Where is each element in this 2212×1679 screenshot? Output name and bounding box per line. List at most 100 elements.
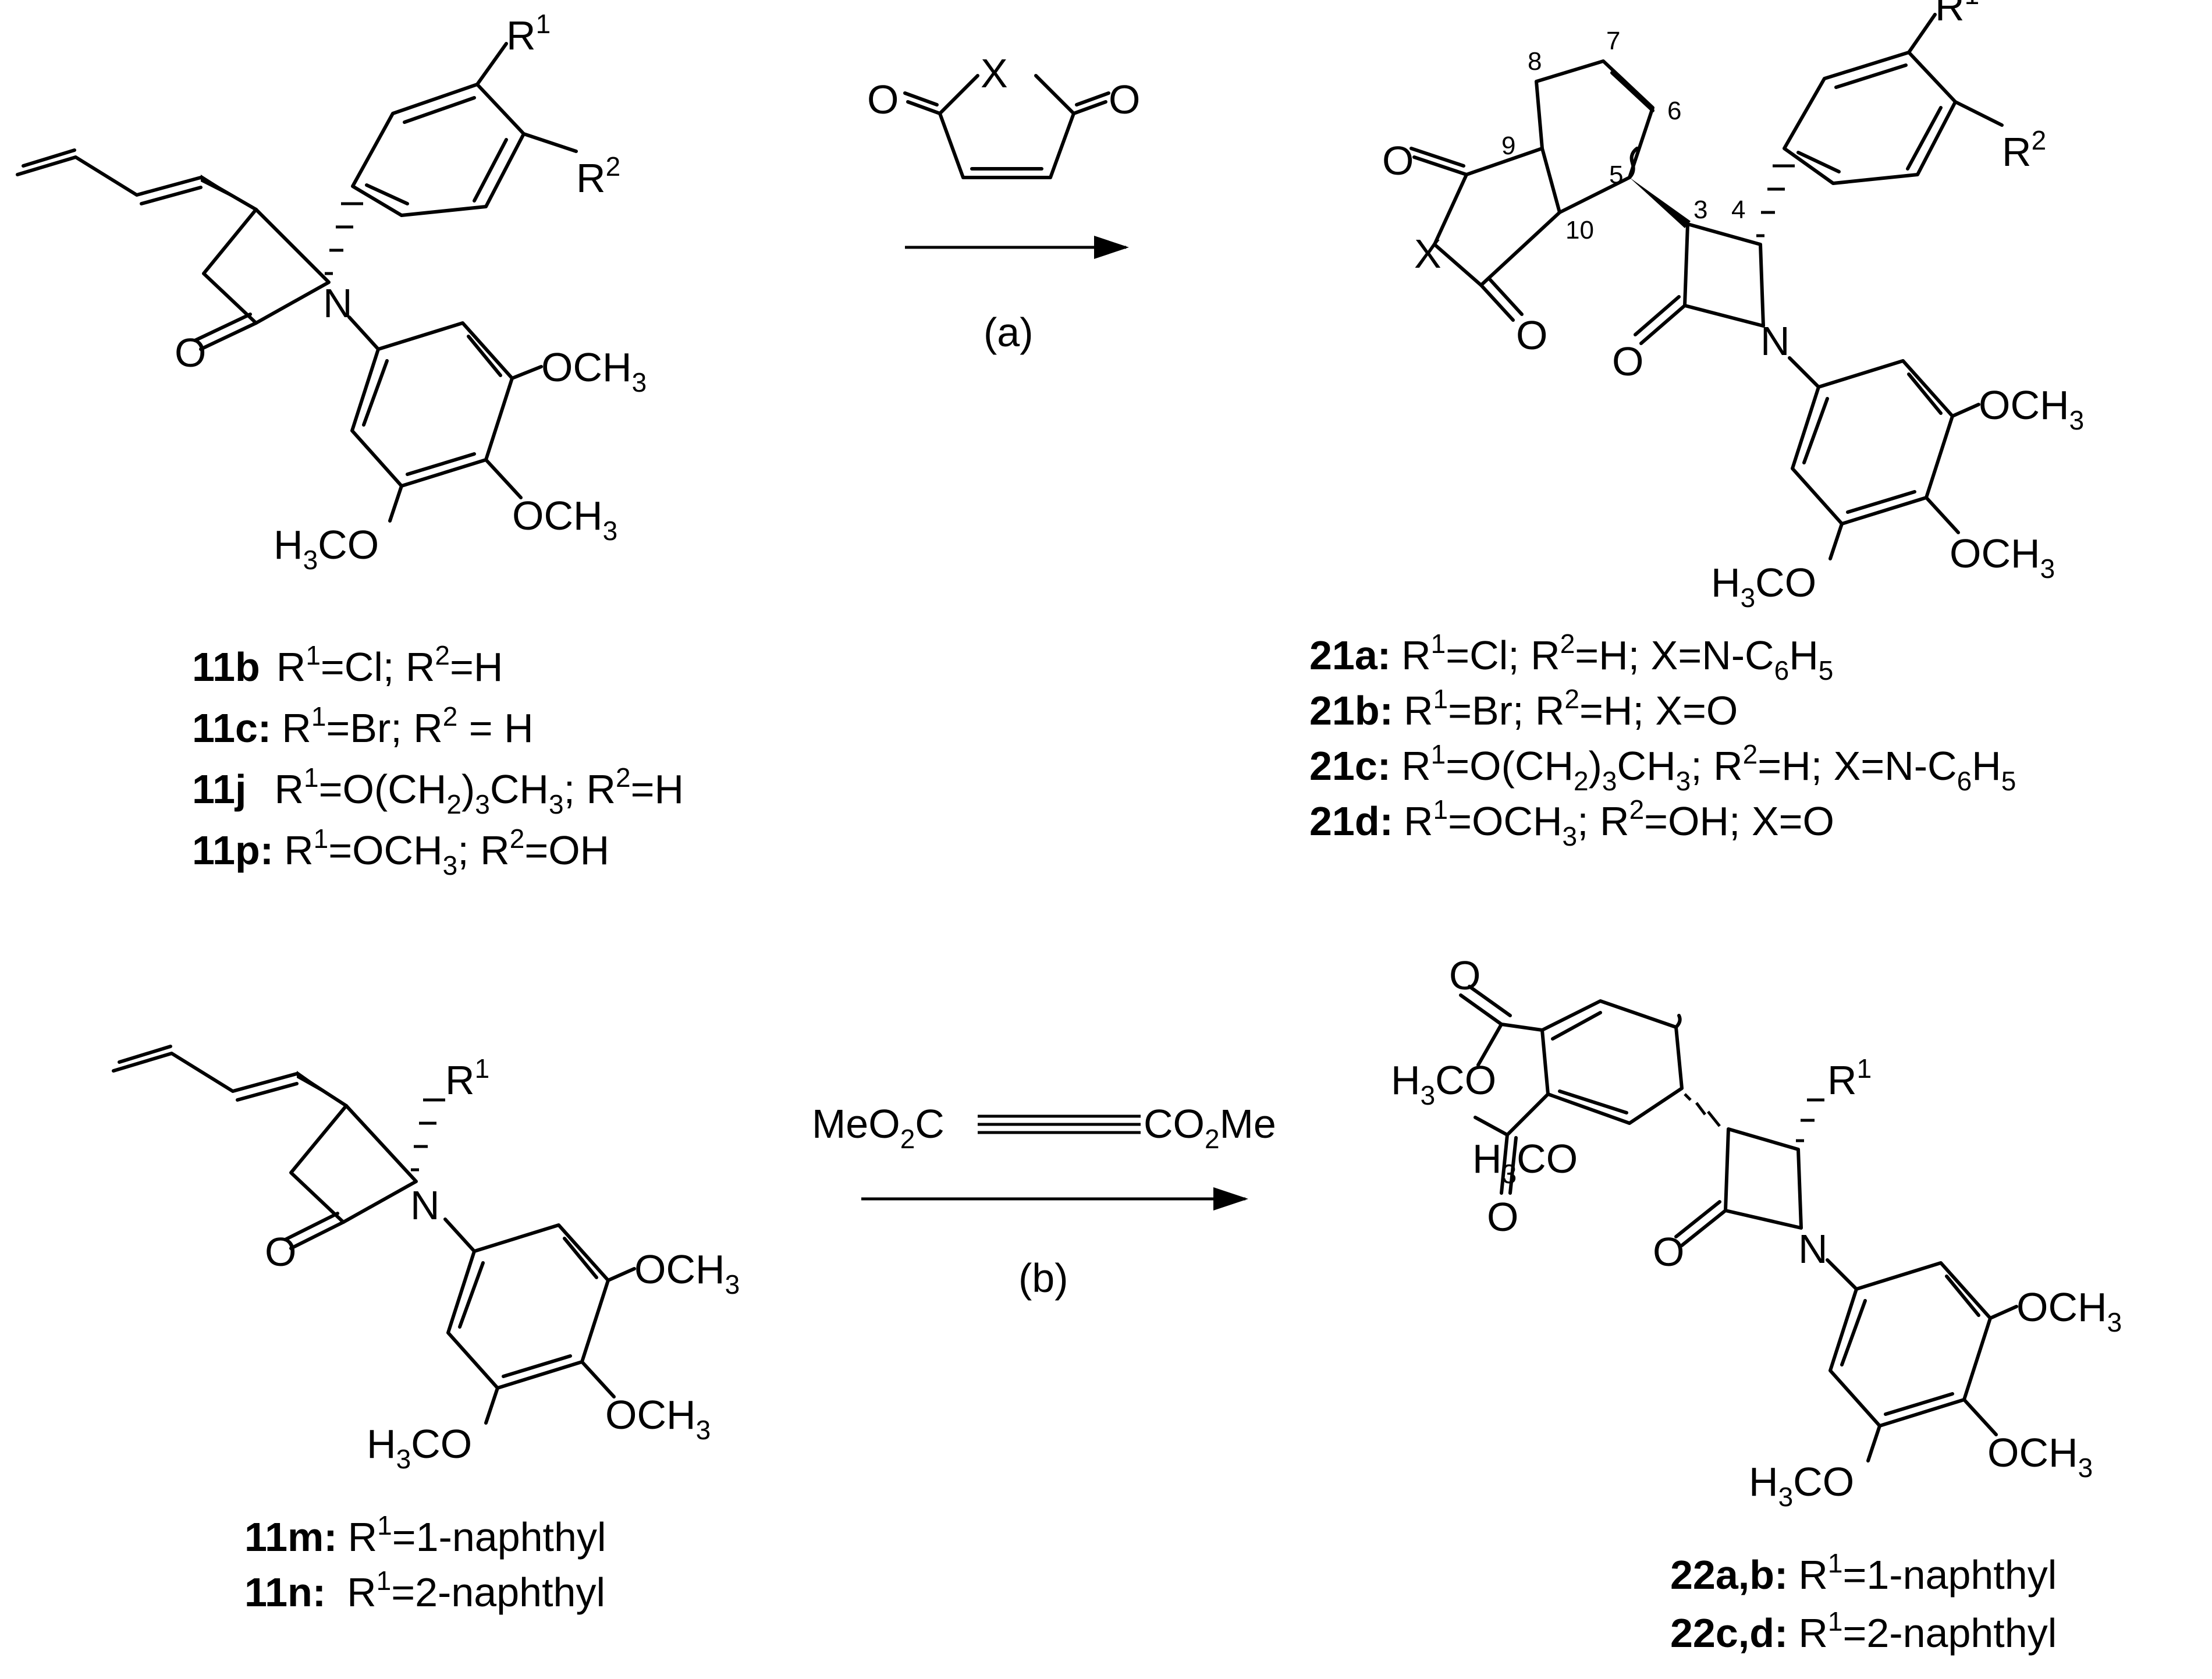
aryl-double-upper-1 [403, 96, 476, 124]
ome-bond-2 [484, 458, 523, 499]
wavy-bond [1674, 1014, 1682, 1029]
ome-4: OCH3 [1950, 531, 2055, 584]
n-aryl-bond [1788, 356, 1820, 389]
reagent-o-right: O [1109, 77, 1140, 122]
compound-11p: 11p:R1=OCH3; R2=OH [192, 823, 609, 881]
compound-11m: 11m:R1=1-naphthyl [244, 1510, 606, 1560]
ome-4: OCH3 [605, 1392, 711, 1445]
r1-label: R1 [445, 1053, 489, 1103]
compound-list-11-naphthyl: 11m:R1=1-naphthyl 11n:R1=2-naphthyl [244, 1510, 606, 1615]
cyclohexadiene-ring [1540, 999, 1684, 1125]
lactam-ring [1683, 222, 1765, 328]
stereo-wedge [201, 175, 256, 210]
locant-3: 3 [1693, 196, 1707, 224]
ome-4: OCH3 [512, 493, 617, 546]
cyclohexene-double [1610, 71, 1654, 112]
stereo-hash-r1 [1796, 1098, 1824, 1142]
imide-o-top: O [1382, 138, 1414, 183]
reagent-co-1 [906, 100, 942, 115]
locant-4: 4 [1731, 196, 1745, 224]
locant-8: 8 [1528, 47, 1542, 76]
r2-label: R2 [2002, 125, 2046, 175]
ome-5: H3CO [1749, 1459, 1854, 1512]
structure-21: O X O O N 8 7 6 5 9 10 3 4 R1 R2 OCH3 OC… [1382, 0, 2084, 613]
diene-double-1 [22, 148, 76, 168]
ester-2-ome: H3CO [1472, 1136, 1578, 1189]
ome-bond-1 [606, 1267, 636, 1282]
lactam-o: O [1612, 339, 1643, 384]
lactam-co [1639, 304, 1686, 345]
lactam-ring [289, 1104, 418, 1224]
carbonyl-bond [199, 321, 258, 351]
locant-9: 9 [1501, 132, 1515, 160]
tmp-double-3 [362, 359, 389, 427]
compound-22cd: 22c,d:R1=2-naphthyl [1670, 1606, 2057, 1656]
stereo-hash [1756, 164, 1795, 237]
tmp-double-1 [467, 335, 502, 377]
tmp-double-3 [1840, 1299, 1867, 1366]
diene-chain [112, 1052, 348, 1107]
aryl-double-3 [1796, 151, 1841, 173]
tmp-double-3 [458, 1261, 485, 1329]
ester-1-co-b [1468, 985, 1512, 1017]
diene-double-2 [236, 1082, 299, 1102]
lactam-n: N [410, 1183, 440, 1228]
lactam-n: N [323, 281, 353, 326]
ome-bond-2 [1962, 1398, 1998, 1436]
locant-6: 6 [1667, 97, 1681, 125]
r1-label: R1 [506, 9, 551, 58]
locant-5: 5 [1609, 161, 1623, 189]
ome-3: OCH3 [541, 345, 647, 397]
ome-bond-1 [1951, 403, 1980, 418]
compound-21d: 21d:R1=OCH3; R2=OH; X=O [1309, 794, 1834, 851]
reagent-co-2 [1072, 100, 1107, 115]
ome-3: OCH3 [1979, 382, 2084, 435]
imide-co-2 [1479, 283, 1515, 322]
compound-21c: 21c:R1=O(CH2)3CH3; R2=H; X=N-C6H5 [1309, 739, 2016, 796]
bond-to-r1 [475, 42, 508, 86]
lactam-co-b [283, 1212, 339, 1241]
reagent-co-2b [1075, 91, 1110, 107]
ester-1-ome: H3CO [1391, 1057, 1496, 1110]
compound-11c: 11c:R1=Br; R2 = H [192, 701, 534, 751]
bond-to-r2 [522, 132, 578, 153]
imide-o-bottom: O [1516, 313, 1547, 358]
reagent-b: MeO2C CO2Me [812, 1101, 1276, 1154]
tmp-double-2 [1846, 490, 1916, 514]
lactam-co [289, 1220, 345, 1250]
ome-bond-1 [1989, 1305, 2018, 1320]
tmp-double-2 [502, 1354, 572, 1378]
imide-co-1 [1412, 155, 1468, 176]
imide-co-2b [1488, 278, 1524, 316]
stereo-hash [411, 1098, 445, 1172]
aryl-double-2 [1906, 106, 1943, 171]
ome-bond-3 [1866, 1424, 1881, 1463]
aryl-ring-upper [351, 83, 526, 217]
reagent-o-left: O [867, 77, 899, 122]
stereo-wedge [1629, 178, 1691, 228]
tmp-double-1 [1945, 1275, 1980, 1317]
ome-3: OCH3 [634, 1247, 740, 1300]
r1-label: R1 [1827, 1053, 1872, 1103]
imide-x: X [1414, 231, 1441, 276]
tmp-double-2 [406, 452, 476, 476]
compound-11n: 11n:R1=2-naphthyl [244, 1566, 605, 1615]
structure-11: R1 R2 O N OCH3 OCH3 H3CO [16, 9, 647, 575]
wavy-bond [1628, 147, 1639, 179]
reagent-co-1b [903, 91, 939, 107]
ester-1-o: O [1449, 953, 1480, 998]
compound-21a: 21a:R1=Cl; R2=H; X=N-C6H5 [1309, 629, 1833, 686]
locant-10: 10 [1565, 216, 1594, 244]
tmp-double-1 [1907, 372, 1943, 415]
stereo-hash [325, 202, 363, 275]
reagent-left: MeO2C [812, 1101, 945, 1154]
n-aryl-bond [443, 1217, 476, 1253]
ome-bond-3 [484, 1386, 499, 1425]
compound-list-22: 22a,b:R1=1-naphthyl 22c,d:R1=2-naphthyl [1670, 1548, 2057, 1656]
lactam-co [1680, 1209, 1727, 1247]
compound-22ab: 22a,b:R1=1-naphthyl [1670, 1548, 2057, 1598]
ome-bond-1 [510, 365, 543, 380]
reagent-ring [938, 74, 1075, 179]
